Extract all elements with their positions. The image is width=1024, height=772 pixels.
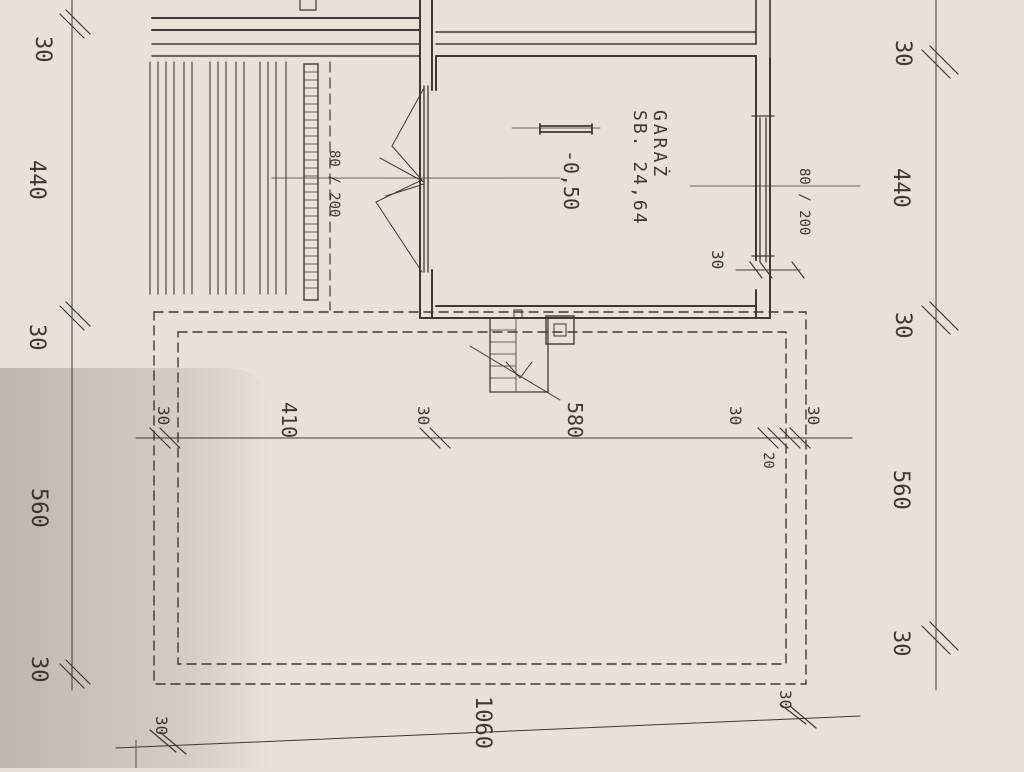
- total-length: 1060: [470, 696, 495, 749]
- chimney: [545, 315, 575, 345]
- wall-mark-5: 30: [708, 250, 727, 269]
- upper-room-wall: [435, 31, 757, 45]
- wall-mark-7: 30: [152, 716, 171, 735]
- upper-wall: [151, 17, 421, 31]
- stair-run: [303, 63, 319, 301]
- interior-wall-horizontal: [151, 43, 421, 57]
- stair-height: 580: [563, 402, 587, 438]
- window-note: 80 / 200: [796, 168, 812, 235]
- garage-door: [423, 85, 429, 273]
- garage-bottom-wall: [419, 305, 771, 319]
- garage-wall: [435, 55, 771, 319]
- dim-left-top: 30: [30, 36, 55, 63]
- foundation-inner-outline: [177, 331, 787, 665]
- dim-left-3: 30: [24, 324, 49, 351]
- dim-left-4: 560: [26, 488, 51, 528]
- foundation-outline: [153, 311, 807, 685]
- interior-wall-vertical: [419, 0, 433, 319]
- dim-right-2: 440: [888, 168, 913, 208]
- level-mark: -0,50: [559, 150, 583, 210]
- wall-mark-4: 30: [804, 406, 823, 425]
- dim-left-5: 30: [26, 656, 51, 683]
- dim-right-top: 30: [890, 40, 915, 67]
- dim-left-2: 440: [24, 160, 49, 200]
- wall-mark-1: 30: [154, 406, 173, 425]
- dim-right-5: 30: [888, 630, 913, 657]
- room-area: SB. 24,64: [629, 110, 650, 226]
- wall-mark-8: 30: [776, 690, 795, 709]
- room-label: GARAŻ: [649, 110, 670, 179]
- door-note: 80 / 200: [326, 150, 342, 217]
- wall-mark-3: 30: [726, 406, 745, 425]
- wall-mark-2: 30: [414, 406, 433, 425]
- wall-mark-6: 20: [760, 452, 776, 469]
- room-span: 410: [277, 402, 301, 438]
- entry-stair: [489, 317, 549, 393]
- dim-right-4: 560: [888, 470, 913, 510]
- dim-right-3: 30: [890, 312, 915, 339]
- stair-hatching: [149, 61, 287, 295]
- window-right: [759, 117, 767, 263]
